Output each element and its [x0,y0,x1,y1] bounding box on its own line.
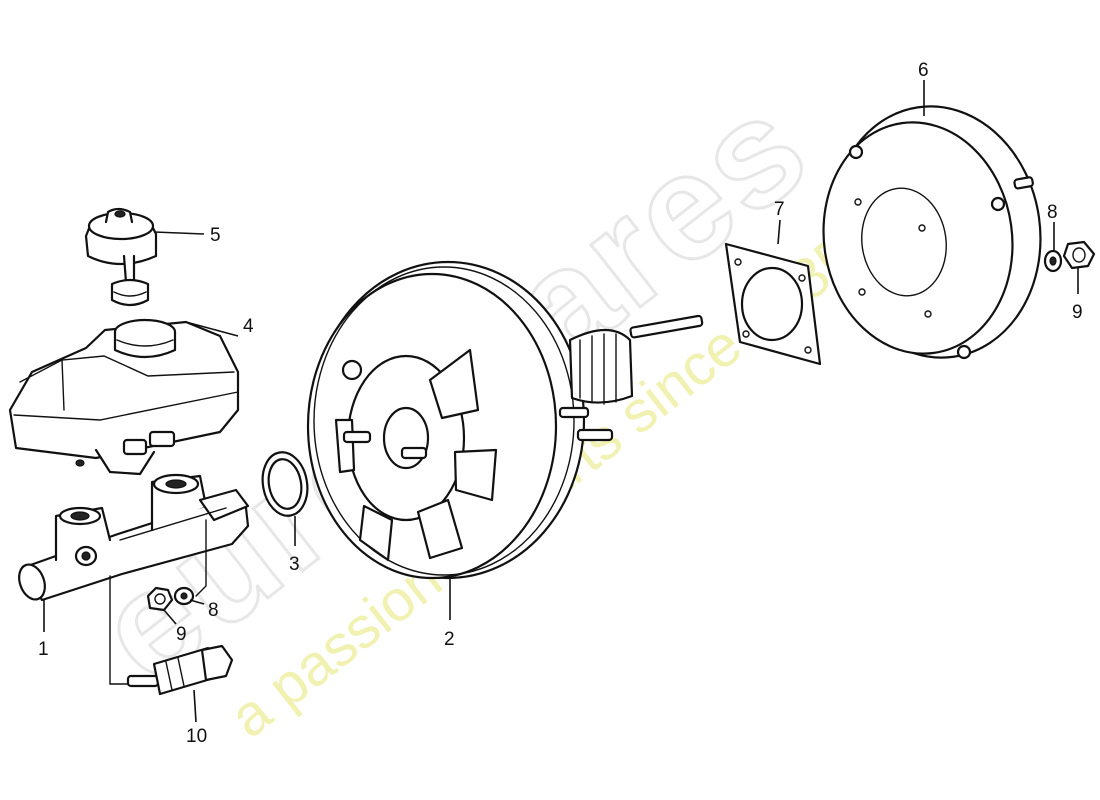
washer-right [1043,249,1063,273]
callout-6: 6 [918,60,929,81]
reservoir-cap [84,207,158,307]
gasket [724,242,822,366]
leader-lines [43,80,1079,723]
nut-left [146,586,174,612]
callout-3: 3 [289,554,300,575]
master-cylinder [18,473,250,685]
callout-4: 4 [243,316,254,337]
callout-9-right: 9 [1072,302,1083,323]
callout-7: 7 [774,199,785,220]
callout-10: 10 [186,726,207,747]
mounting-plate [822,105,1042,360]
fluid-reservoir [8,318,240,476]
callout-8-right: 8 [1047,202,1058,223]
callout-1: 1 [38,639,49,660]
callout-2: 2 [444,629,455,650]
brake-booster [306,260,704,580]
nut-right [1062,240,1096,270]
washer-left [173,586,195,606]
callout-9-left: 9 [176,624,187,645]
callout-8-left: 8 [208,600,219,621]
pressure-switch [126,644,234,696]
callout-5: 5 [210,225,221,246]
callout-numbers: 1 2 3 4 5 6 7 8 9 8 9 10 [38,60,1083,747]
seal-ring [261,451,309,517]
